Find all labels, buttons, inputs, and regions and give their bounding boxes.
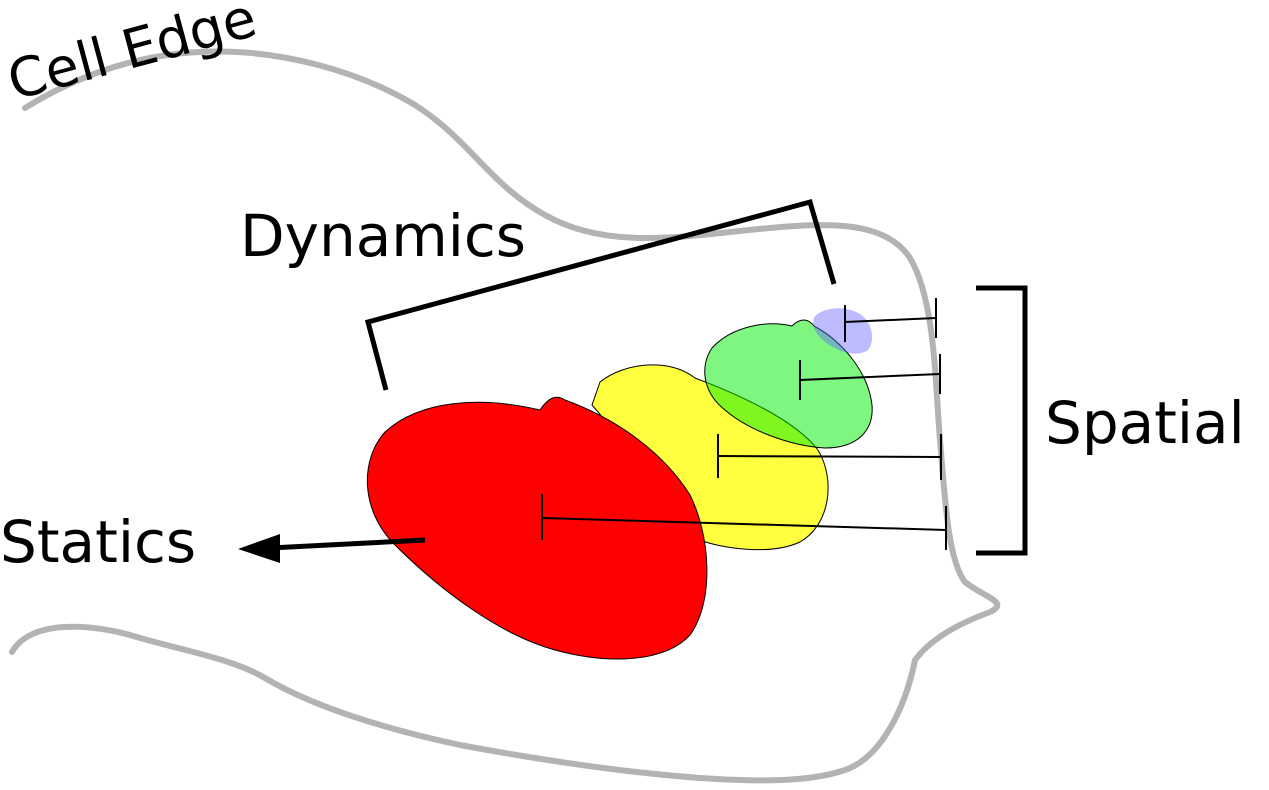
red-blob [366, 396, 708, 660]
cell-edge-outline-bottom [9, 623, 918, 784]
cell-edge-label: Cell Edge [1, 0, 263, 113]
spatial-label: Spatial [1045, 389, 1245, 457]
spatial-bracket [976, 285, 1028, 556]
blue-blob [813, 308, 873, 354]
distance-measure-green [799, 354, 941, 400]
dynamics-bracket [364, 198, 837, 391]
statics-label: Statics [0, 508, 196, 576]
statics-arrow-head [238, 534, 280, 563]
cell-edge-outline-top [22, 48, 1001, 663]
distance-measure-red [541, 494, 947, 550]
distance-measure-blue [844, 298, 937, 342]
distance-measure-yellow [717, 434, 942, 480]
dynamics-label: Dynamics [240, 202, 526, 270]
green-blob [704, 319, 873, 449]
statics-arrow-shaft [269, 537, 426, 551]
